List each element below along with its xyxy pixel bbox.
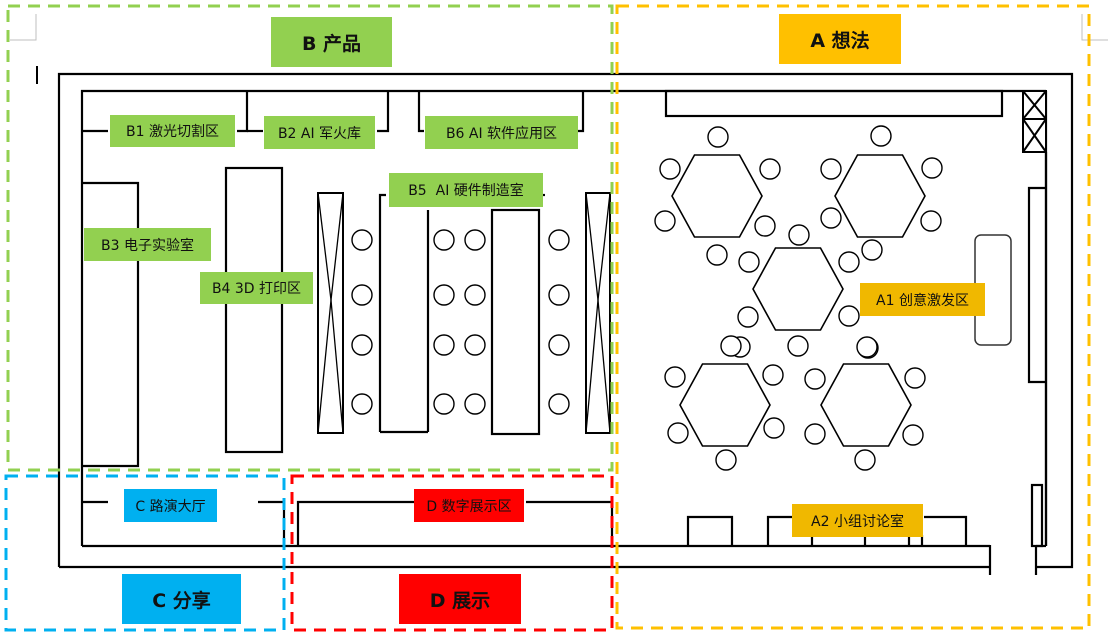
a2-room-2-right <box>924 515 968 546</box>
chair-icon <box>763 417 785 439</box>
hex-table <box>752 247 844 331</box>
area-label-b2: B2 AI 军火库 <box>264 116 375 149</box>
chair-icon <box>548 334 570 356</box>
chair-icon <box>720 335 742 357</box>
zone-b-outline <box>6 4 614 472</box>
chair-icon <box>464 393 486 415</box>
b1-b2-partition <box>237 91 249 133</box>
b5-racks <box>317 192 611 434</box>
a2-room-2-left <box>766 515 792 546</box>
chair-icon <box>820 158 842 180</box>
chair-icon <box>787 335 809 357</box>
chair-icon <box>464 334 486 356</box>
chair-icon <box>738 251 760 273</box>
chair-icon <box>433 284 455 306</box>
area-label-c: C 路演大厅 <box>124 489 217 522</box>
chair-icon <box>920 210 942 232</box>
area-label-a2: A2 小组讨论室 <box>792 504 923 537</box>
d-display-wall-left <box>296 500 414 546</box>
b6-partition-left <box>417 91 424 133</box>
elevator-shafts <box>1022 90 1047 153</box>
b5-chairs <box>351 229 570 415</box>
chair-icon <box>351 393 373 415</box>
crop-mark-top-right <box>1081 14 1108 41</box>
zone-outlines <box>4 4 1091 632</box>
chair-icon <box>464 284 486 306</box>
chair-icon <box>856 336 878 358</box>
chair-icon <box>820 207 842 229</box>
rack-left <box>317 192 344 434</box>
area-label-d: D 数字展示区 <box>414 489 524 522</box>
chair-icon <box>715 449 737 471</box>
chair-icon <box>902 424 924 446</box>
zone-c-outline <box>4 474 286 632</box>
a-right-door-panel <box>1030 483 1044 548</box>
chair-icon <box>788 224 810 246</box>
a2-room-1 <box>686 515 734 546</box>
area-label-b6: B6 AI 软件应用区 <box>425 116 578 149</box>
chair-icon <box>548 284 570 306</box>
chair-icon <box>707 126 729 148</box>
chair-icon <box>838 305 860 327</box>
hex-table <box>820 363 912 447</box>
b5-bench-left <box>378 193 386 432</box>
zone-c-title: C 分享 <box>122 574 241 624</box>
chair-icon <box>659 158 681 180</box>
chair-icon <box>904 367 926 389</box>
d-display-wall-right <box>526 500 614 546</box>
hex-table <box>679 363 771 447</box>
chair-icon <box>754 215 776 237</box>
hex-table <box>834 154 926 238</box>
c-hall-wall-right <box>258 500 286 546</box>
chair-icon <box>759 158 781 180</box>
b4-bench <box>224 166 284 454</box>
b5-bench-right <box>490 208 541 436</box>
chair-icon <box>351 334 373 356</box>
a-right-bench <box>1027 186 1046 384</box>
chair-icon <box>838 251 860 273</box>
zone-a-title: A 想法 <box>779 14 901 64</box>
chair-icon <box>654 210 676 232</box>
area-label-b5: B5 AI 硬件制造室 <box>389 173 543 207</box>
chair-icon <box>737 306 759 328</box>
walls <box>57 72 1074 575</box>
area-label-b3: B3 电子实验室 <box>84 228 211 261</box>
b6-partition-right <box>578 91 585 133</box>
chair-icon <box>667 422 689 444</box>
chair-icon <box>351 284 373 306</box>
zone-b-title: B 产品 <box>271 17 392 67</box>
chair-icon <box>804 368 826 390</box>
hex-table-groups <box>654 125 943 471</box>
b3-bench <box>82 181 140 468</box>
chair-icon <box>548 393 570 415</box>
crop-mark-top-left <box>10 14 37 41</box>
area-label-b1: B1 激光切割区 <box>110 115 235 147</box>
chair-icon <box>433 334 455 356</box>
chair-icon <box>870 125 892 147</box>
zone-a-outline <box>615 4 1091 630</box>
chair-icon <box>854 449 876 471</box>
chair-icon <box>921 157 943 179</box>
zone-d-outline <box>290 474 614 632</box>
crop-marks <box>10 14 1108 41</box>
zone-d-title: D 展示 <box>399 574 521 624</box>
chair-icon <box>548 229 570 251</box>
chair-icon <box>433 229 455 251</box>
chair-icon <box>464 229 486 251</box>
b2-partition <box>377 91 390 133</box>
area-label-b4: B4 3D 打印区 <box>200 272 313 304</box>
a-top-bench <box>664 89 1004 118</box>
chair-icon <box>706 244 728 266</box>
area-label-a1: A1 创意激发区 <box>860 283 985 316</box>
chair-icon <box>762 364 784 386</box>
rack-right <box>585 192 611 434</box>
chair-icon <box>861 239 883 261</box>
chair-icon <box>664 366 686 388</box>
outer-wall <box>57 72 1074 569</box>
chair-icon <box>433 393 455 415</box>
chair-icon <box>804 423 826 445</box>
hex-table <box>671 154 763 238</box>
chair-icon <box>351 229 373 251</box>
